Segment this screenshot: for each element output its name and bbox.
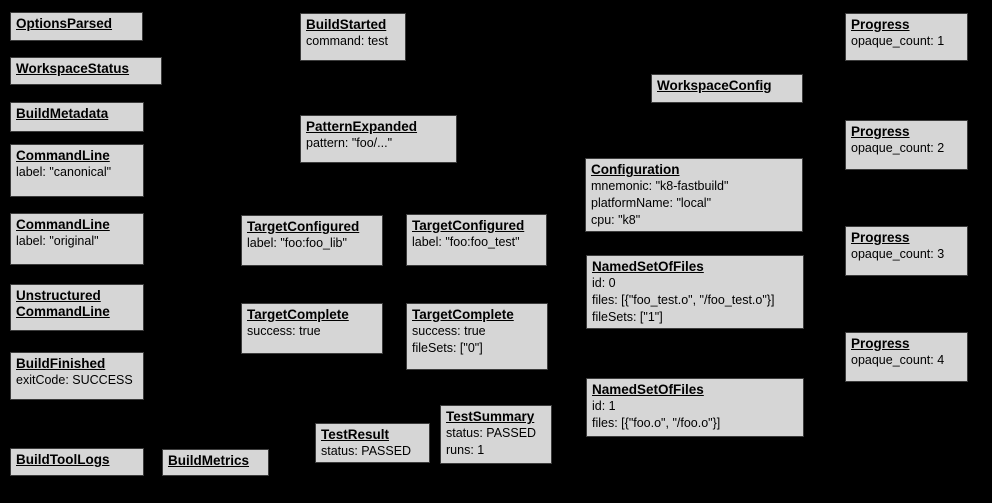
node-options-parsed: OptionsParsed xyxy=(10,12,143,41)
node-title: Progress xyxy=(851,336,910,351)
node-title: OptionsParsed xyxy=(16,16,113,31)
node-target-complete-foo-lib: TargetComplete success: true xyxy=(241,303,383,354)
node-field: id: 1 xyxy=(592,399,616,414)
node-field: runs: 1 xyxy=(446,443,485,458)
node-title: Configuration xyxy=(591,162,680,177)
node-progress-4: Progress opaque_count: 4 xyxy=(845,332,968,382)
node-title: CommandLine xyxy=(16,217,110,232)
node-build-started: BuildStarted command: test xyxy=(300,13,406,61)
node-title: TargetConfigured xyxy=(247,219,360,234)
node-title: PatternExpanded xyxy=(306,119,418,134)
node-test-result: TestResult status: PASSED xyxy=(315,423,430,463)
node-field: opaque_count: 1 xyxy=(851,34,945,49)
node-build-tool-logs: BuildToolLogs xyxy=(10,448,144,476)
node-field: fileSets: ["1"] xyxy=(592,309,663,324)
node-field: exitCode: SUCCESS xyxy=(16,373,133,388)
node-title: TargetComplete xyxy=(412,307,514,322)
node-title: NamedSetOfFiles xyxy=(592,382,704,397)
node-field: fileSets: ["0"] xyxy=(412,341,483,356)
node-title: Progress xyxy=(851,17,910,32)
node-title: CommandLine xyxy=(16,148,110,163)
node-title: NamedSetOfFiles xyxy=(592,259,704,274)
node-target-configured-foo-lib: TargetConfigured label: "foo:foo_lib" xyxy=(241,215,383,266)
node-build-metadata: BuildMetadata xyxy=(10,102,144,132)
node-unstructured-command-line: Unstructured CommandLine xyxy=(10,284,144,331)
node-field: status: PASSED xyxy=(321,444,412,459)
node-command-line-original: CommandLine label: "original" xyxy=(10,213,144,265)
node-workspace-config: WorkspaceConfig xyxy=(651,74,803,103)
node-title: TargetComplete xyxy=(247,307,349,322)
node-title: Progress xyxy=(851,124,910,139)
node-field: command: test xyxy=(306,34,388,49)
node-build-metrics: BuildMetrics xyxy=(162,449,269,476)
node-named-set-of-files-1: NamedSetOfFiles id: 1 files: [{"foo.o", … xyxy=(586,378,804,437)
node-title: BuildMetrics xyxy=(168,453,250,468)
node-field: status: PASSED xyxy=(446,426,537,441)
node-title: WorkspaceStatus xyxy=(16,61,130,76)
node-title: TestResult xyxy=(321,427,390,442)
node-workspace-status: WorkspaceStatus xyxy=(10,57,162,85)
node-field: id: 0 xyxy=(592,276,616,291)
node-progress-2: Progress opaque_count: 2 xyxy=(845,120,968,170)
node-title: WorkspaceConfig xyxy=(657,78,772,93)
node-field: pattern: "foo/..." xyxy=(306,136,393,151)
node-title: Unstructured xyxy=(16,288,101,303)
node-field: label: "foo:foo_lib" xyxy=(247,236,347,251)
node-title: BuildMetadata xyxy=(16,106,109,121)
node-field: success: true xyxy=(412,324,486,339)
node-progress-3: Progress opaque_count: 3 xyxy=(845,226,968,276)
node-title: BuildToolLogs xyxy=(16,452,110,467)
node-field: success: true xyxy=(247,324,321,339)
node-test-summary: TestSummary status: PASSED runs: 1 xyxy=(440,405,552,464)
node-field: opaque_count: 2 xyxy=(851,141,945,156)
node-named-set-of-files-0: NamedSetOfFiles id: 0 files: [{"foo_test… xyxy=(586,255,804,329)
node-title: TestSummary xyxy=(446,409,535,424)
node-field: opaque_count: 4 xyxy=(851,353,945,368)
node-title: Progress xyxy=(851,230,910,245)
node-target-configured-foo-test: TargetConfigured label: "foo:foo_test" xyxy=(406,214,547,266)
node-field: mnemonic: "k8-fastbuild" xyxy=(591,179,729,194)
node-command-line-canonical: CommandLine label: "canonical" xyxy=(10,144,144,197)
node-field: cpu: "k8" xyxy=(591,212,641,227)
node-title: BuildStarted xyxy=(306,17,387,32)
node-field: opaque_count: 3 xyxy=(851,247,945,262)
node-title: CommandLine xyxy=(16,304,110,320)
node-configuration: Configuration mnemonic: "k8-fastbuild" p… xyxy=(585,158,803,232)
node-field: label: "foo:foo_test" xyxy=(412,235,520,250)
node-field: platformName: "local" xyxy=(591,196,712,211)
node-progress-1: Progress opaque_count: 1 xyxy=(845,13,968,61)
node-target-complete-foo-test: TargetComplete success: true fileSets: [… xyxy=(406,303,548,370)
node-field: label: "original" xyxy=(16,234,99,249)
node-title: BuildFinished xyxy=(16,356,106,371)
node-title: TargetConfigured xyxy=(412,218,525,233)
node-pattern-expanded: PatternExpanded pattern: "foo/..." xyxy=(300,115,457,163)
node-field: files: [{"foo.o", "/foo.o"}] xyxy=(592,416,721,431)
node-field: files: [{"foo_test.o", "/foo_test.o"}] xyxy=(592,293,775,308)
node-build-finished: BuildFinished exitCode: SUCCESS xyxy=(10,352,144,400)
node-field: label: "canonical" xyxy=(16,165,112,180)
